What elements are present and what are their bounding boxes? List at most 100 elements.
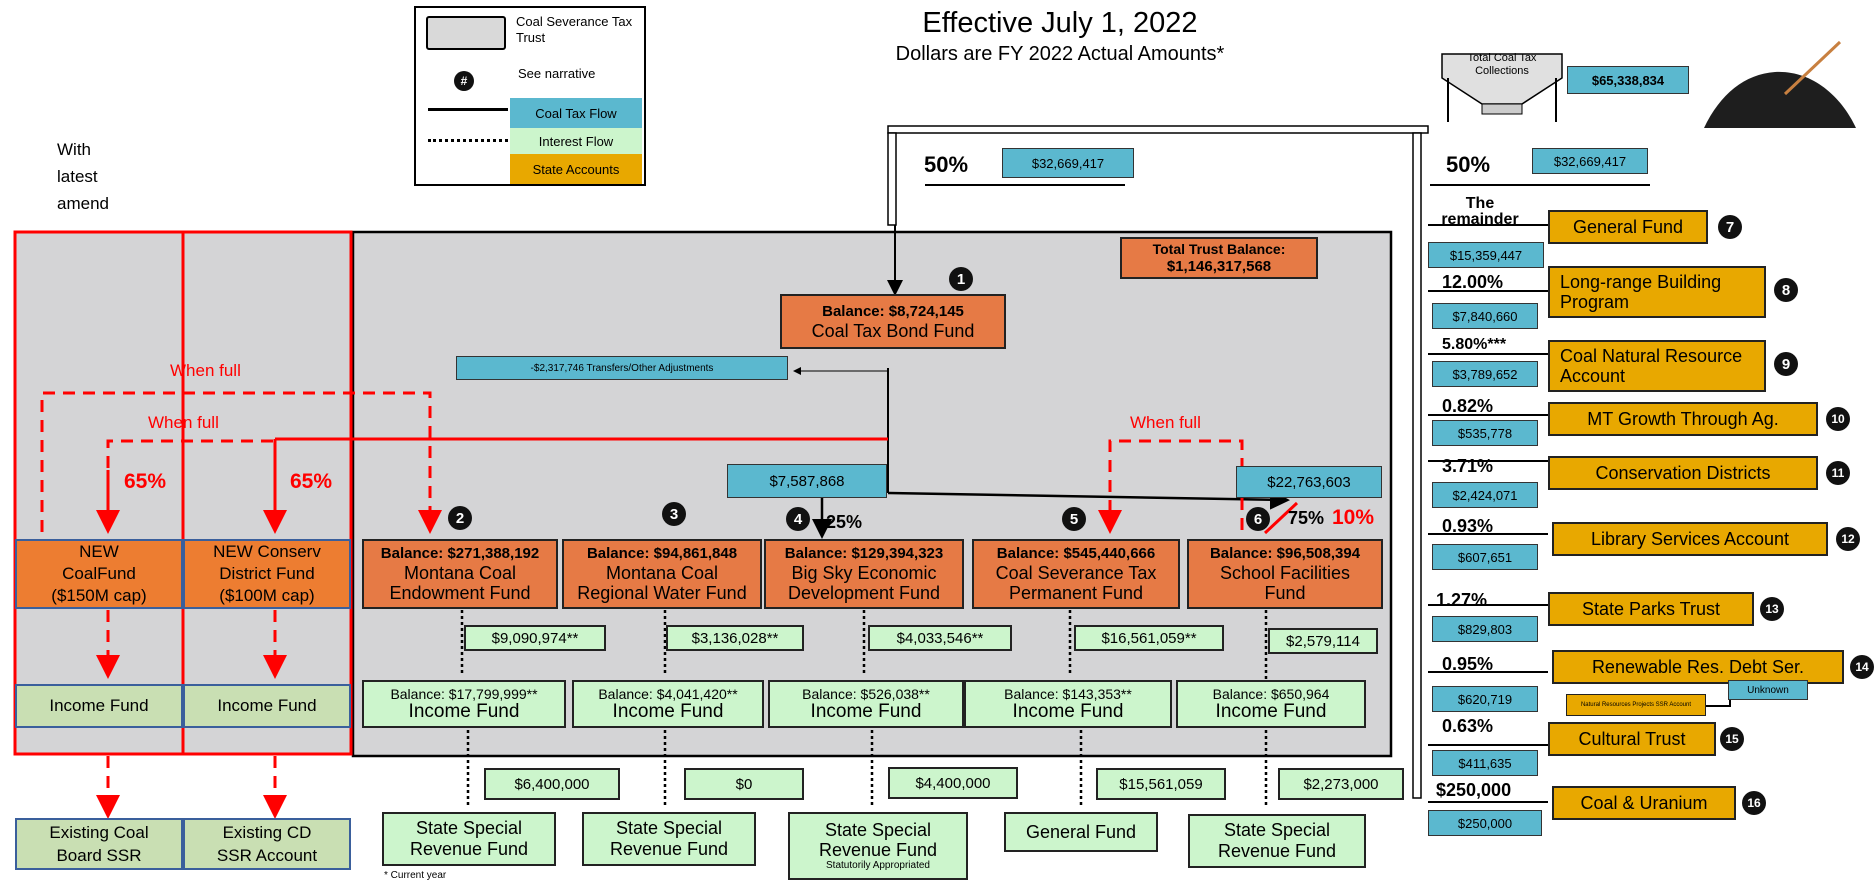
account-12-number: 12 [1836, 527, 1860, 551]
account-14-amount: $620,719 [1432, 686, 1538, 712]
dest-ssr-regional-water: State Special Revenue Fund [582, 812, 756, 866]
pct-75: 75% [1288, 508, 1325, 528]
account-cultural-trust: Cultural Trust [1548, 722, 1716, 756]
dist-permanent: $15,561,059 [1096, 768, 1226, 800]
amendment-note: With latest amend [57, 140, 109, 213]
dist-school: $2,273,000 [1278, 768, 1404, 800]
page-subtitle: Dollars are FY 2022 Actual Amounts* [895, 42, 1225, 65]
dest-ssr-big-sky: State Special Revenue Fund Statutorily A… [788, 812, 968, 880]
dest-general-fund: General Fund [1004, 812, 1158, 852]
fund-5-number: 5 [1062, 507, 1086, 531]
account-state-parks-trust: State Parks Trust [1548, 592, 1754, 626]
legend-dotted-arrow [428, 139, 508, 142]
account-7-number: 7 [1718, 215, 1742, 239]
account-9-number: 9 [1774, 352, 1798, 376]
account-9-pct: 5.80%*** [1442, 336, 1507, 353]
account-16-number: 16 [1742, 791, 1766, 815]
pct-65-right: 65% [290, 470, 333, 493]
pct-10: 10% [1332, 506, 1375, 529]
new-coal-income-fund: Income Fund [15, 684, 183, 728]
interest-school: $2,579,114 [1268, 628, 1378, 654]
account-12-pct: 0.93% [1442, 516, 1494, 536]
legend-number-icon: # [454, 71, 474, 91]
transfers-adjustments: -$2,317,746 Transfers/Other Adjustments [456, 356, 788, 380]
fund-3-number: 3 [662, 502, 686, 526]
account-15-amount: $411,635 [1432, 750, 1538, 776]
income-fund-big-sky: Balance: $526,038** Income Fund [768, 680, 964, 728]
interest-endowment: $9,090,974** [464, 625, 606, 651]
collections-label: Total Coal Tax Collections [1467, 52, 1537, 77]
legend-solid-arrow [428, 108, 508, 111]
account-8-amount: $7,840,660 [1432, 303, 1538, 329]
legend-flow-label: Coal Tax Flow [510, 98, 642, 128]
flow-right-amount: $22,763,603 [1236, 466, 1382, 498]
income-fund-endowment: Balance: $17,799,999** Income Fund [362, 680, 566, 728]
pct-65-left: 65% [124, 470, 167, 493]
when-full-label-3: When full [1130, 413, 1201, 432]
income-fund-regional-water: Balance: $4,041,420** Income Fund [572, 680, 764, 728]
dist-endowment: $6,400,000 [484, 768, 620, 800]
income-fund-permanent: Balance: $143,353** Income Fund [964, 680, 1172, 728]
account-13-pct: 1.27% [1436, 590, 1488, 610]
coal-tax-bond-fund: Balance: $8,724,145 Coal Tax Bond Fund [780, 294, 1006, 349]
account-7-amount: $15,359,447 [1428, 242, 1544, 268]
account-10-pct: 0.82% [1442, 396, 1494, 416]
page-title: Effective July 1, 2022 [922, 6, 1198, 39]
coal-severance-tax-permanent-fund: Balance: $545,440,666 Coal Severance Tax… [972, 539, 1180, 609]
account-15-pct: 0.63% [1442, 716, 1494, 736]
account-general-fund: General Fund [1548, 210, 1708, 244]
fund-2-number: 2 [448, 506, 472, 530]
flow-left-amount: $7,587,868 [727, 464, 887, 498]
interest-regional-water: $3,136,028** [666, 625, 804, 651]
dist-big-sky: $4,400,000 [888, 767, 1018, 799]
interest-big-sky: $4,033,546** [868, 625, 1012, 651]
montana-coal-endowment-fund: Balance: $271,388,192 Montana Coal Endow… [362, 539, 558, 609]
account-conservation-districts: Conservation Districts [1548, 456, 1818, 490]
new-cd-income-fund: Income Fund [183, 684, 351, 728]
legend-trust-swatch [426, 16, 506, 50]
new-conserv-district-fund: NEW Conserv District Fund ($100M cap) [183, 539, 351, 609]
account-coal-uranium: Coal & Uranium [1552, 786, 1736, 820]
new-coal-fund: NEW CoalFund ($150M cap) [15, 539, 183, 609]
legend-see-label: See narrative [518, 66, 596, 81]
montana-coal-regional-water-fund: Balance: $94,861,848 Montana Coal Region… [562, 539, 762, 609]
account-long-range-building: Long-range Building Program [1548, 266, 1766, 318]
account-7-pct: The remainder [1441, 195, 1519, 228]
fund-6-number: 6 [1246, 507, 1270, 531]
account-mt-growth-ag: MT Growth Through Ag. [1548, 402, 1818, 436]
account-9-amount: $3,789,652 [1432, 361, 1538, 387]
account-16-amount: $250,000 [1428, 810, 1542, 836]
income-fund-school: Balance: $650,964 Income Fund [1176, 680, 1366, 728]
bond-fund-number: 1 [949, 267, 973, 291]
account-8-pct: 12.00% [1442, 272, 1504, 292]
school-facilities-fund: Balance: $96,508,394 School Facilities F… [1187, 539, 1383, 609]
existing-cd-ssr-account: Existing CD SSR Account [183, 818, 351, 870]
when-full-label-1: When full [170, 361, 241, 380]
account-coal-natural-resource: Coal Natural Resource Account [1548, 340, 1766, 392]
renewable-unknown: Unknown [1728, 680, 1808, 700]
pct-25: 25% [826, 512, 863, 532]
account-12-amount: $607,651 [1432, 544, 1538, 570]
account-11-amount: $2,424,071 [1432, 482, 1538, 508]
account-14-number: 14 [1850, 655, 1874, 679]
coal-pile-icon [1700, 34, 1860, 130]
right-split-pct: 50% [1446, 152, 1491, 177]
account-renewable-debt-ser: Renewable Res. Debt Ser. [1552, 650, 1844, 684]
account-15-number: 15 [1720, 727, 1744, 751]
left-split-pct: 50% [924, 152, 969, 177]
legend-interest-label: Interest Flow [510, 128, 642, 154]
existing-coal-board-ssr: Existing Coal Board SSR [15, 818, 183, 870]
legend-accounts-label: State Accounts [510, 154, 642, 184]
total-trust-balance: Total Trust Balance: $1,146,317,568 [1120, 237, 1318, 279]
account-11-number: 11 [1826, 461, 1850, 485]
account-11-pct: 3.71% [1442, 456, 1494, 476]
when-full-label-2: When full [148, 413, 219, 432]
dist-regional-water: $0 [684, 768, 804, 800]
dest-ssr-school: State Special Revenue Fund [1188, 814, 1366, 868]
account-8-number: 8 [1774, 278, 1798, 302]
left-split-amount: $32,669,417 [1002, 148, 1134, 178]
account-10-amount: $535,778 [1432, 420, 1538, 446]
account-13-amount: $829,803 [1432, 616, 1538, 642]
hopper-icon [1438, 48, 1566, 124]
account-13-number: 13 [1760, 597, 1784, 621]
